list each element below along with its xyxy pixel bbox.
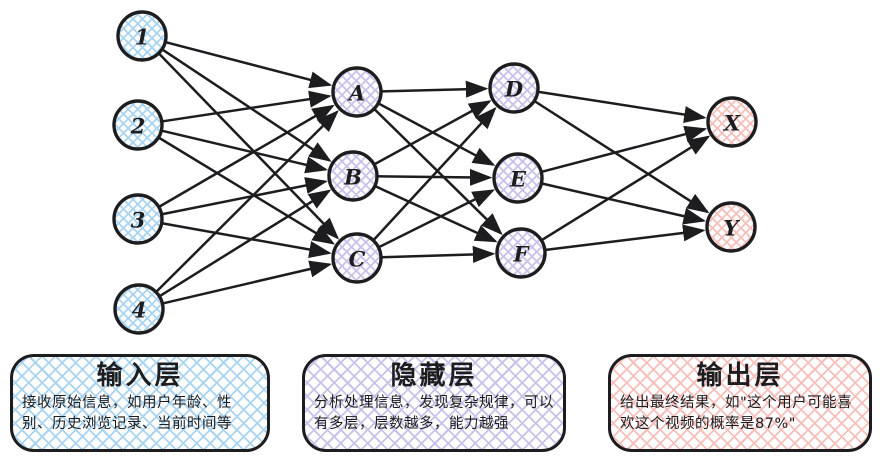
edge-2-B [161,129,329,174]
node-circle-D [488,62,540,114]
edge-C-F [380,245,496,264]
edge-3-C [161,222,332,258]
legend-title-input: 输入层 [96,361,184,391]
node-circle-Y [705,201,757,253]
node-circle-2 [112,99,164,151]
legend-box-input-layer: 输入层 接收原始信息，如用户年龄、性别、历史浏览记录、当前时间等 [10,354,270,452]
node-Y: Y [705,201,757,253]
node-circle-1 [116,10,168,62]
edge-A-D [380,80,489,98]
node-circle-3 [112,193,164,245]
edges-group [155,41,711,305]
node-2: 2 [112,99,164,151]
edge-A-E [377,102,496,166]
legend-box-hidden-layer: 隐藏层 分析处理信息，发现复杂规律，可以有多层，层数越多，能力越强 [302,354,566,452]
edge-1-C [158,52,340,240]
node-B: B [327,150,379,202]
node-4: 4 [113,283,165,335]
node-label-D: D [504,77,524,102]
node-label-B: B [343,165,362,190]
node-circle-F [495,227,547,279]
node-3: 3 [112,193,164,245]
node-label-3: 3 [131,208,146,233]
legend-title-hidden: 隐藏层 [390,361,478,391]
node-F: F [495,227,547,279]
node-label-C: C [349,247,366,272]
node-circle-B [327,150,379,202]
legend-box-output-layer: 输出层 给出最终结果，如"这个用户可能喜欢这个视频的概率是87%" [608,354,872,452]
edge-C-E [378,189,496,249]
edge-D-Y [533,100,710,214]
node-label-X: X [722,111,741,136]
edge-B-F [374,185,498,243]
edge-4-B [158,189,332,298]
node-C: C [331,232,383,284]
node-circle-C [331,232,383,284]
node-D: D [488,62,540,114]
edge-F-Y [544,224,706,252]
edge-E-X [540,125,708,173]
legend-body-output: 给出最终结果，如"这个用户可能喜欢这个视频的概率是87%" [620,394,853,433]
legend-title-output: 输出层 [696,361,784,391]
edge-C-D [372,106,497,241]
legend-body-hidden: 分析处理信息，发现复杂规律，可以有多层，层数越多，能力越强 [314,394,554,433]
node-label-A: A [347,81,365,106]
node-label-E: E [509,167,527,192]
edge-2-C [158,136,336,245]
edge-1-B [161,48,332,162]
edge-3-B [161,177,328,216]
node-A: A [331,66,383,118]
node-label-Y: Y [724,216,741,241]
edge-4-A [155,110,339,293]
node-E: E [492,152,544,204]
nodes-group: 1 2 3 4 A B C D E F X Y [112,10,758,335]
node-label-4: 4 [132,298,147,323]
node-circle-4 [113,283,165,335]
node-circle-A [331,66,383,118]
node-circle-E [492,152,544,204]
edge-B-D [373,100,492,166]
network-diagram: 1 2 3 4 A B C D E F X Y [112,10,758,335]
node-label-F: F [513,242,531,267]
legend-body-input: 接收原始信息，如用户年龄、性别、历史浏览记录、当前时间等 [22,394,232,433]
edge-D-X [537,90,707,124]
edge-3-A [158,104,335,208]
edge-F-X [540,135,711,242]
node-circle-X [706,96,758,148]
node-1: 1 [116,10,168,62]
edge-1-A [164,41,333,89]
edge-4-C [162,260,333,305]
edge-E-Y [541,182,706,225]
node-label-1: 1 [135,25,150,50]
node-X: X [706,96,758,148]
edge-2-A [161,90,332,123]
node-label-2: 2 [130,114,146,139]
